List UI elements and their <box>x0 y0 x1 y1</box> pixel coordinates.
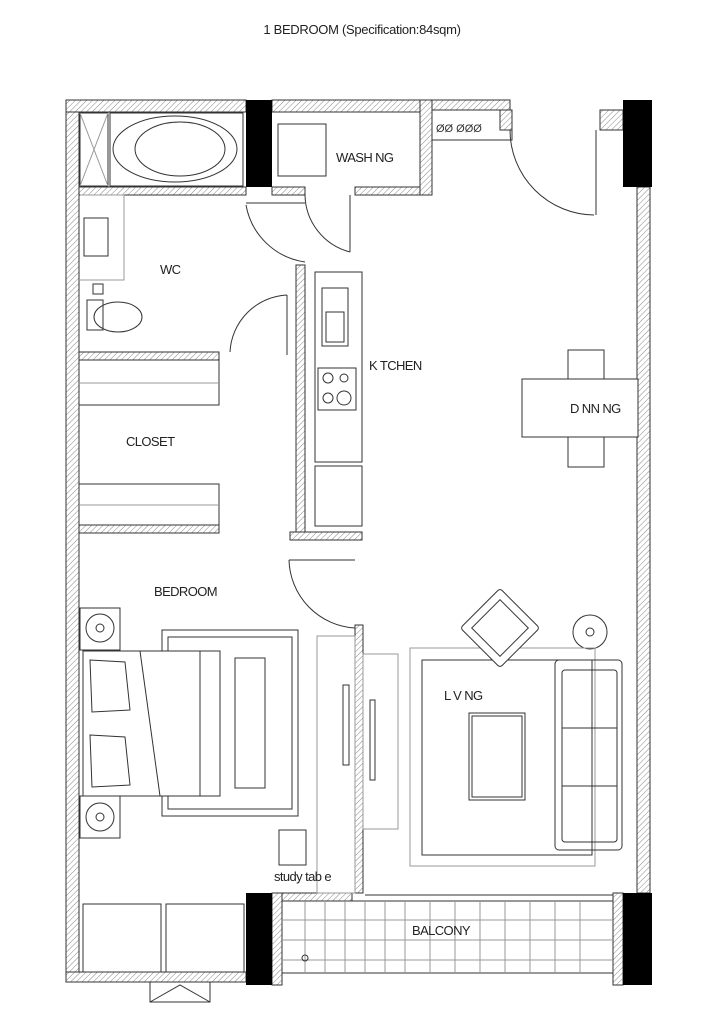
room-label-living: L V NG <box>444 688 483 703</box>
floor-plan-title: 1 BEDROOM (Specification:84sqm) <box>263 22 461 37</box>
structural-columns <box>246 100 652 985</box>
bathtub <box>109 112 244 187</box>
wardrobes <box>82 903 245 1003</box>
bedside-lamps <box>79 607 608 839</box>
room-label-bedroom: BEDROOM <box>154 584 217 599</box>
room-label-dining: D NN NG <box>570 401 621 416</box>
wc-fixtures <box>80 194 143 333</box>
wardrobe-rails <box>78 359 220 526</box>
doors[interactable] <box>229 129 597 629</box>
svg-text:ØØ ØØØ: ØØ ØØØ <box>436 123 482 135</box>
room-label-closet: CLOSET <box>126 434 175 449</box>
room-label-wc: WC <box>160 262 181 277</box>
walls <box>65 99 651 986</box>
room-label-balcony: BALCONY <box>412 923 471 938</box>
study-table <box>278 635 399 894</box>
living-furniture <box>409 589 623 867</box>
window-fixture: ØØ ØØØ <box>431 109 513 141</box>
balcony-floor <box>281 894 614 974</box>
room-label-washing: WASH NG <box>336 150 394 165</box>
dining-table <box>521 349 639 468</box>
room-label-kitchen: K TCHEN <box>369 358 422 373</box>
shower <box>79 112 109 187</box>
kitchen-counter <box>314 271 363 527</box>
bed <box>82 629 299 817</box>
washing-machine <box>277 123 327 177</box>
label-study-table: study tab e <box>274 869 331 884</box>
